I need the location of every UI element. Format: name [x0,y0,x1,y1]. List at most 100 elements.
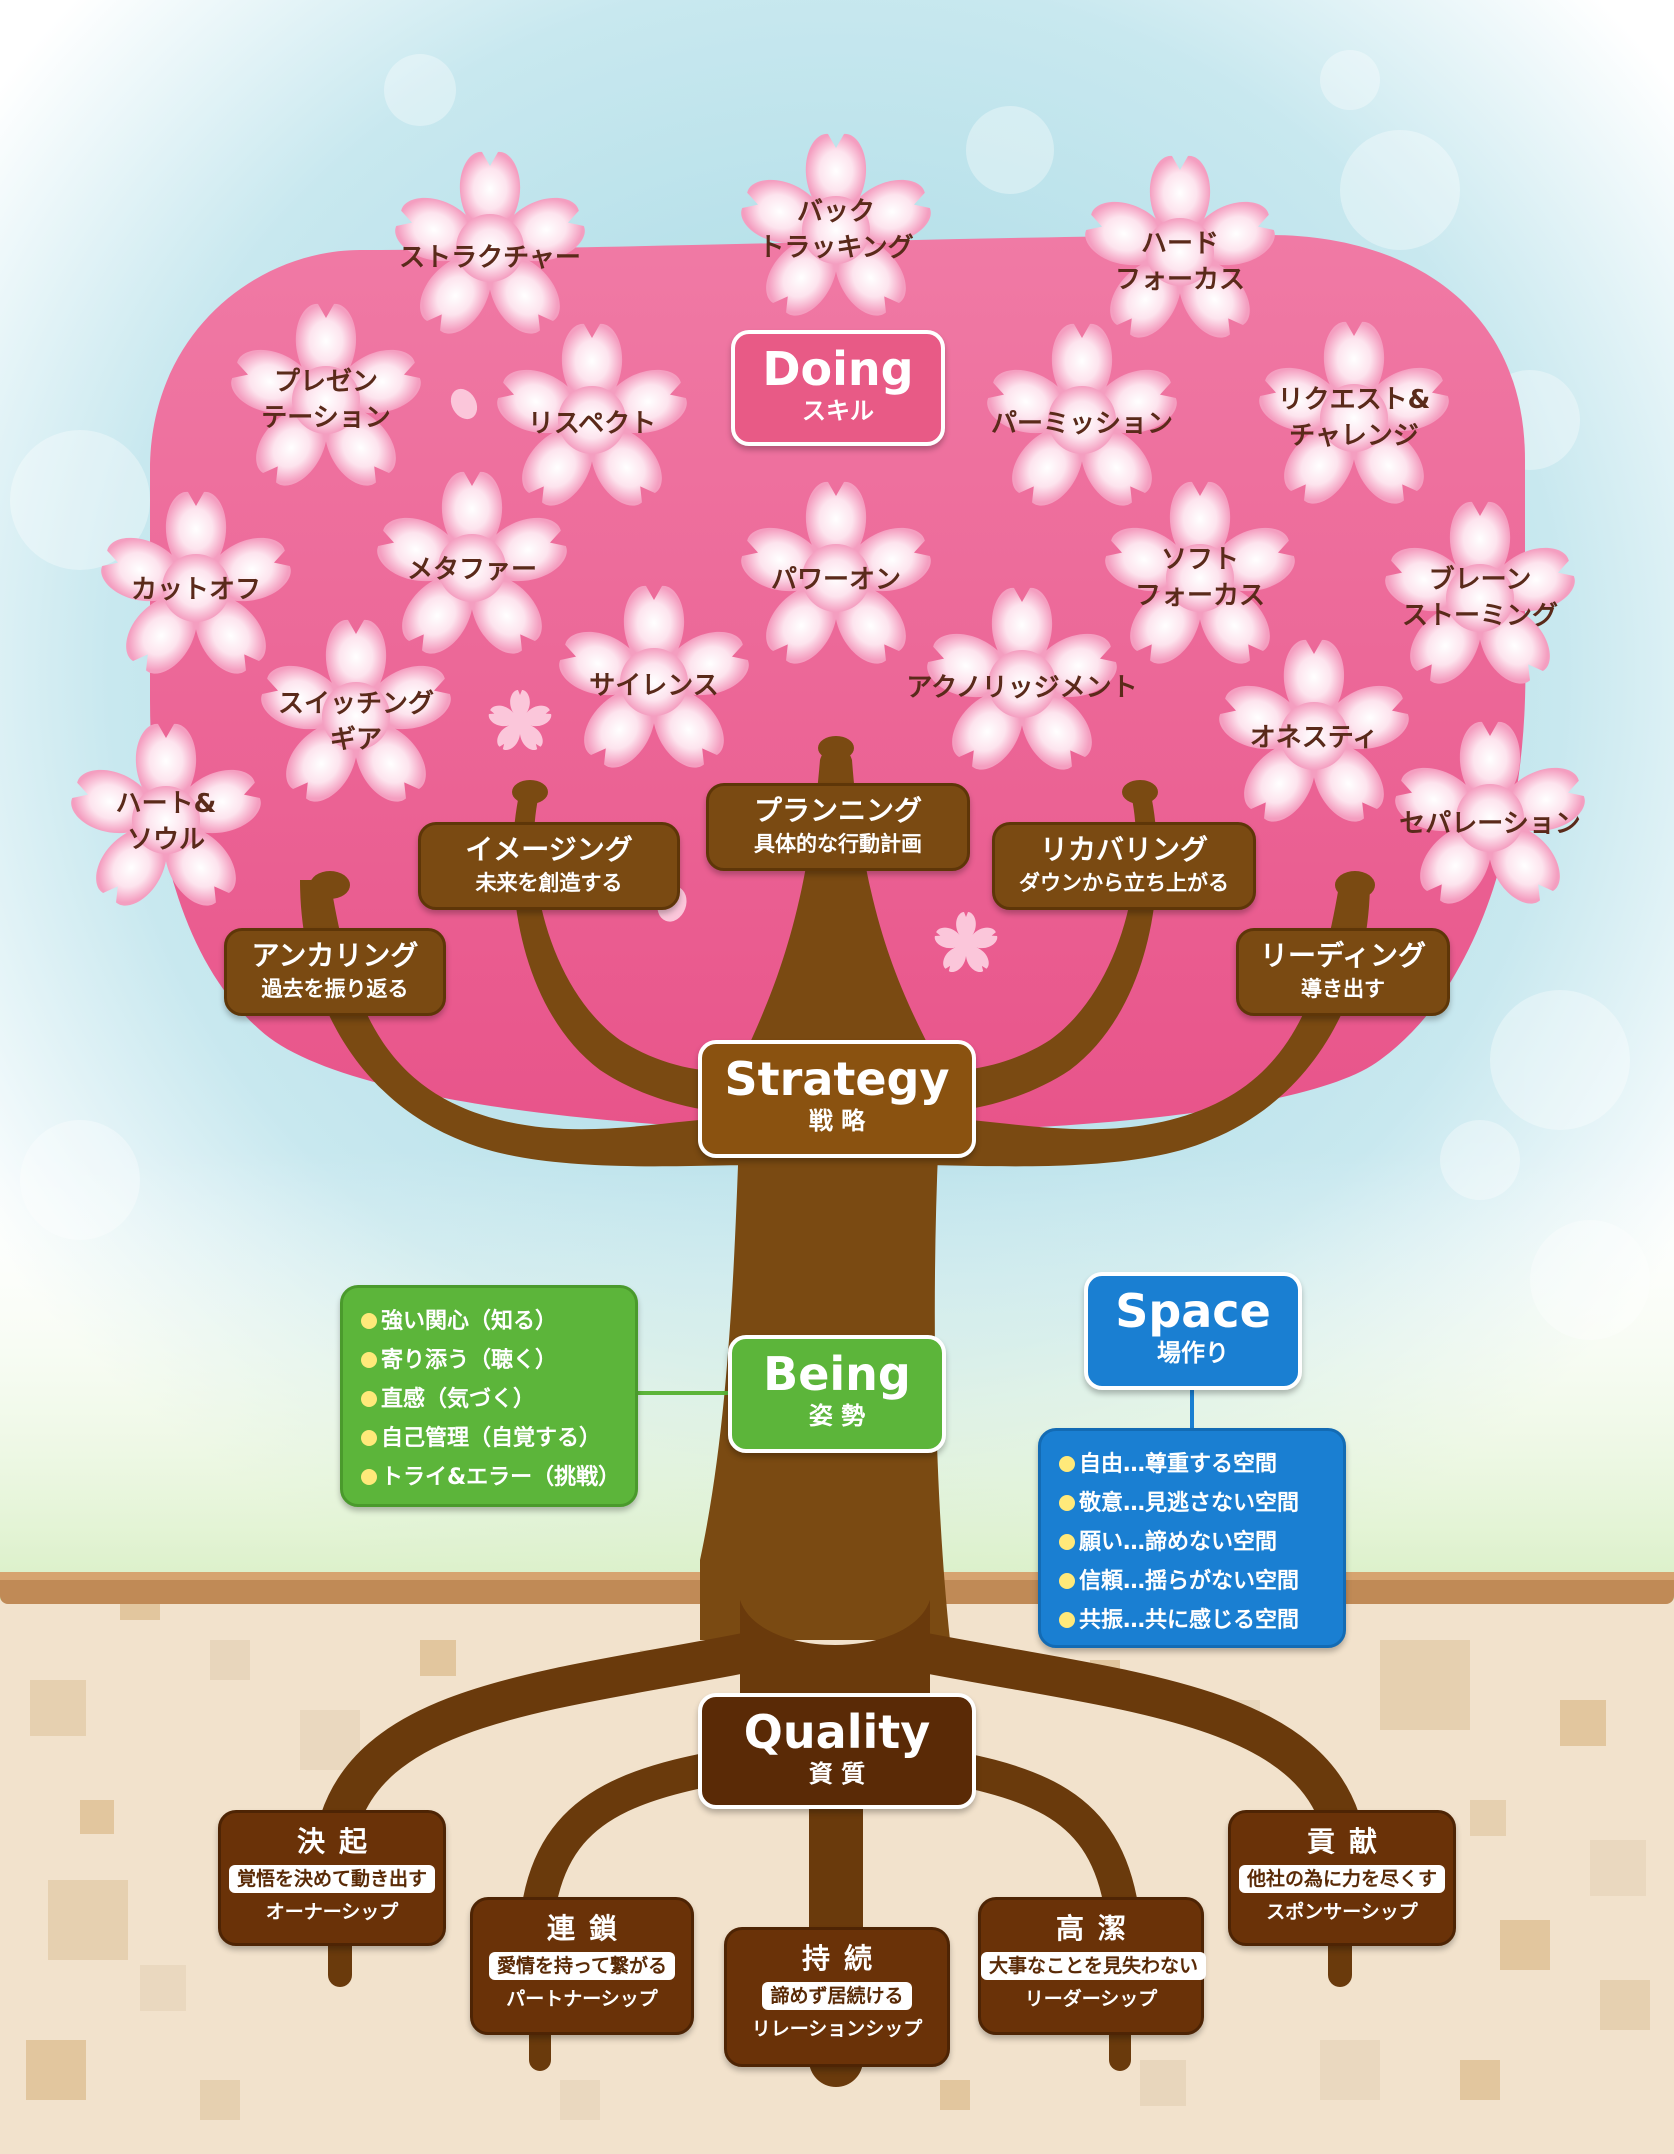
skill-label-line: ソウル [126,825,205,855]
quality-item-desc: 覚悟を決めて動き出す [228,1865,435,1893]
skill-label-line: ストーミング [1401,601,1559,631]
strategy-item: イメージング未来を創造する [418,822,680,910]
being-list-item-text: 直感（気づく） [381,1387,536,1412]
bullet-dot [1059,1573,1075,1589]
skill-label-line: バック [796,197,876,227]
skill-label-line: セパレーション [1399,809,1581,839]
being-list-item-text: トライ&エラー（挑戦） [381,1465,621,1490]
space-box: Space 場作り [1084,1272,1302,1390]
strategy-item-title: プランニング [753,794,922,827]
space-list-item: 敬意…見逃さない空間 [1059,1484,1325,1523]
quality-item: 連鎖愛情を持って繋がるパートナーシップ [470,1897,694,2035]
quality-item-desc: 諦めず居続ける [762,1982,912,2010]
strategy-item-title: アンカリング [251,939,419,972]
quality-item-desc: 他社の為に力を尽くす [1238,1865,1445,1893]
skill-label-line: テーション [261,403,391,433]
being-box: Being 姿 勢 [728,1335,946,1453]
quality-item-ship: スポンサーシップ [1266,1901,1418,1923]
skill-label-line: パーミッション [990,409,1174,439]
space-list-item-text: 自由…尊重する空間 [1079,1452,1278,1477]
bullet-dot [361,1391,377,1407]
being-list-item: 自己管理（自覚する） [361,1419,617,1458]
skill-label-line: チャレンジ [1289,421,1419,451]
doing-box: Doing スキル [731,330,945,446]
skill-label-line: メタファー [406,555,538,585]
skill-label: セパレーション [1399,806,1580,842]
skill-label: ソフトフォーカス [1135,542,1265,614]
skill-label: メタファー [407,552,537,588]
skill-label: プレゼンテーション [261,364,390,436]
skill-label: スイッチングギア [278,686,434,758]
skill-label: ブレーンストーミング [1402,562,1558,634]
space-list-item-text: 信頼…揺らがない空間 [1079,1569,1300,1594]
strategy-item-desc: 具体的な行動計画 [754,832,922,856]
quality-item-desc: 愛情を持って繋がる [488,1952,676,1980]
being-title: Being [763,1347,911,1401]
skill-label: リスペクト [528,406,656,442]
space-list-item: 共振…共に感じる空間 [1059,1601,1325,1640]
skill-label-line: ハード [1140,229,1220,259]
skill-label: パーミッション [991,406,1173,442]
strategy-title: Strategy [724,1052,950,1106]
skill-label-line: ソフト [1160,545,1240,575]
skill-label: ハードフォーカス [1115,226,1245,298]
space-list-item-text: 願い…諦めない空間 [1079,1530,1278,1555]
strategy-item-desc: 過去を振り返る [261,977,409,1001]
being-list-item: 強い関心（知る） [361,1302,617,1341]
quality-item: 決起覚悟を決めて動き出すオーナーシップ [218,1810,446,1946]
bullet-dot [1059,1612,1075,1628]
bullet-dot [361,1313,377,1329]
skill-label: アクノリッジメント [906,670,1137,706]
quality-item-title: 連鎖 [546,1912,631,1945]
skill-label-line: ストラクチャー [399,243,581,273]
space-list: 自由…尊重する空間敬意…見逃さない空間願い…諦めない空間信頼…揺らがない空間共振… [1038,1428,1346,1648]
skill-label-line: スイッチング [277,689,435,719]
strategy-item-desc: ダウンから立ち上がる [1019,871,1229,895]
space-list-item: 自由…尊重する空間 [1059,1445,1325,1484]
bullet-dot [1059,1534,1075,1550]
skill-label: オネスティ [1250,720,1378,756]
strategy-item-title: リカバリング [1039,833,1208,866]
being-list-item-text: 寄り添う（聴く） [381,1348,558,1373]
quality-item-desc: 大事なことを見失わない [981,1952,1207,1980]
quality-item-title: 貢献 [1306,1825,1391,1858]
quality-item: 高潔大事なことを見失わないリーダーシップ [978,1897,1207,2035]
being-list: 強い関心（知る） 寄り添う（聴く） 直感（気づく） 自己管理（自覚する） トライ&エラー… [340,1285,638,1507]
quality-item: 持続諦めず居続けるリレーションシップ [724,1927,950,2067]
skill-label-line: フォーカス [1114,265,1246,295]
space-list-item: 信頼…揺らがない空間 [1059,1562,1325,1601]
bullet-dot [361,1352,377,1368]
strategy-item: リカバリングダウンから立ち上がる [992,822,1256,910]
skill-label: リクエスト&チャレンジ [1278,382,1431,454]
strategy-item-desc: 導き出す [1301,977,1385,1001]
skill-label-line: ブレーン [1428,565,1532,595]
skill-label: カットオフ [131,572,261,608]
quality-item-title: 高潔 [1055,1912,1140,1945]
being-list-item: 直感（気づく） [361,1380,617,1419]
quality-subtitle: 資 質 [808,1760,866,1788]
strategy-subtitle: 戦 略 [808,1107,866,1135]
strategy-item: プランニング具体的な行動計画 [706,783,970,871]
being-subtitle: 姿 勢 [808,1402,866,1430]
skill-label-line: ハート& [115,789,217,819]
strategy-item-title: イメージング [465,833,633,866]
being-list-item-text: 自己管理（自覚する） [381,1426,602,1451]
skill-label-line: パワーオン [770,565,902,595]
quality-item-ship: パートナーシップ [506,1988,658,2010]
strategy-item: リーディング導き出す [1236,928,1450,1016]
skill-label-line: トラッキング [758,233,914,263]
space-list-item-text: 敬意…見逃さない空間 [1079,1491,1300,1516]
being-list-item-text: 強い関心（知る） [381,1309,558,1334]
space-list-item: 願い…諦めない空間 [1059,1523,1325,1562]
quality-title: Quality [743,1705,931,1759]
soil-squares [26,1580,1650,2120]
strategy-item: アンカリング過去を振り返る [224,928,446,1016]
bullet-dot [361,1430,377,1446]
skill-label: ストラクチャー [399,240,581,276]
quality-item-ship: オーナーシップ [265,1901,399,1923]
skill-label: バックトラッキング [758,194,913,266]
bullet-dot [361,1469,377,1485]
skill-label: パワーオン [771,562,901,598]
being-list-item: 寄り添う（聴く） [361,1341,617,1380]
space-list-item-text: 共振…共に感じる空間 [1079,1608,1300,1633]
